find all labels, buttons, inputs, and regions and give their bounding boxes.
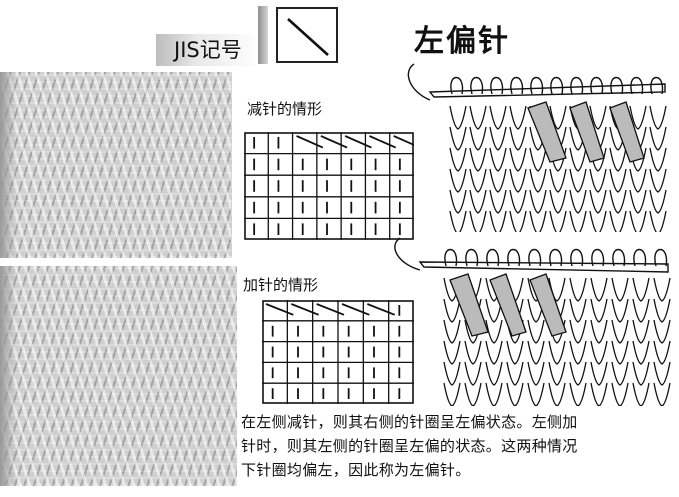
description-line: 在左侧减针，则其右侧的针圈呈左偏状态。左侧加: [241, 413, 578, 431]
increase-stitch-illustration: [394, 237, 671, 406]
label-divider-bar: [258, 6, 268, 64]
chart-cell-mark: [393, 135, 414, 146]
decrease-stitch-illustration: [407, 63, 667, 232]
chart-cell-mark: [320, 135, 348, 149]
chart-cell-mark: [344, 135, 372, 149]
chart-cell-mark: [296, 135, 324, 149]
chart-cell-mark: [291, 303, 319, 316]
increase-caption: 加针的情形: [243, 276, 319, 294]
jis-symbol-label: JIS记号: [156, 34, 260, 66]
chart-cell-mark: [316, 303, 345, 316]
decrease-caption: 减针的情形: [247, 100, 323, 118]
increase-stitch-chart: [262, 300, 414, 404]
decrease-swatch-photo: [0, 72, 232, 258]
chart-cell-mark: [265, 303, 294, 316]
chart-cell-mark: [367, 303, 395, 316]
chart-cell-mark: [369, 135, 397, 149]
chart-cell-mark: [341, 303, 370, 316]
page-title: 左偏针: [414, 24, 510, 59]
left-slant-symbol-icon: [276, 7, 338, 63]
description-text: 在左侧减针，则其右侧的针圈呈左偏状态。左侧加 针时，则其左侧的针圈呈左偏的状态。…: [241, 410, 673, 482]
description-line: 下针圈均偏左，因此称为左偏针。: [241, 461, 471, 479]
increase-swatch-photo: [0, 266, 237, 486]
description-line: 针时，则其左侧的针圈呈左偏的状态。这两种情况: [241, 437, 578, 455]
decrease-stitch-chart: [244, 132, 414, 240]
